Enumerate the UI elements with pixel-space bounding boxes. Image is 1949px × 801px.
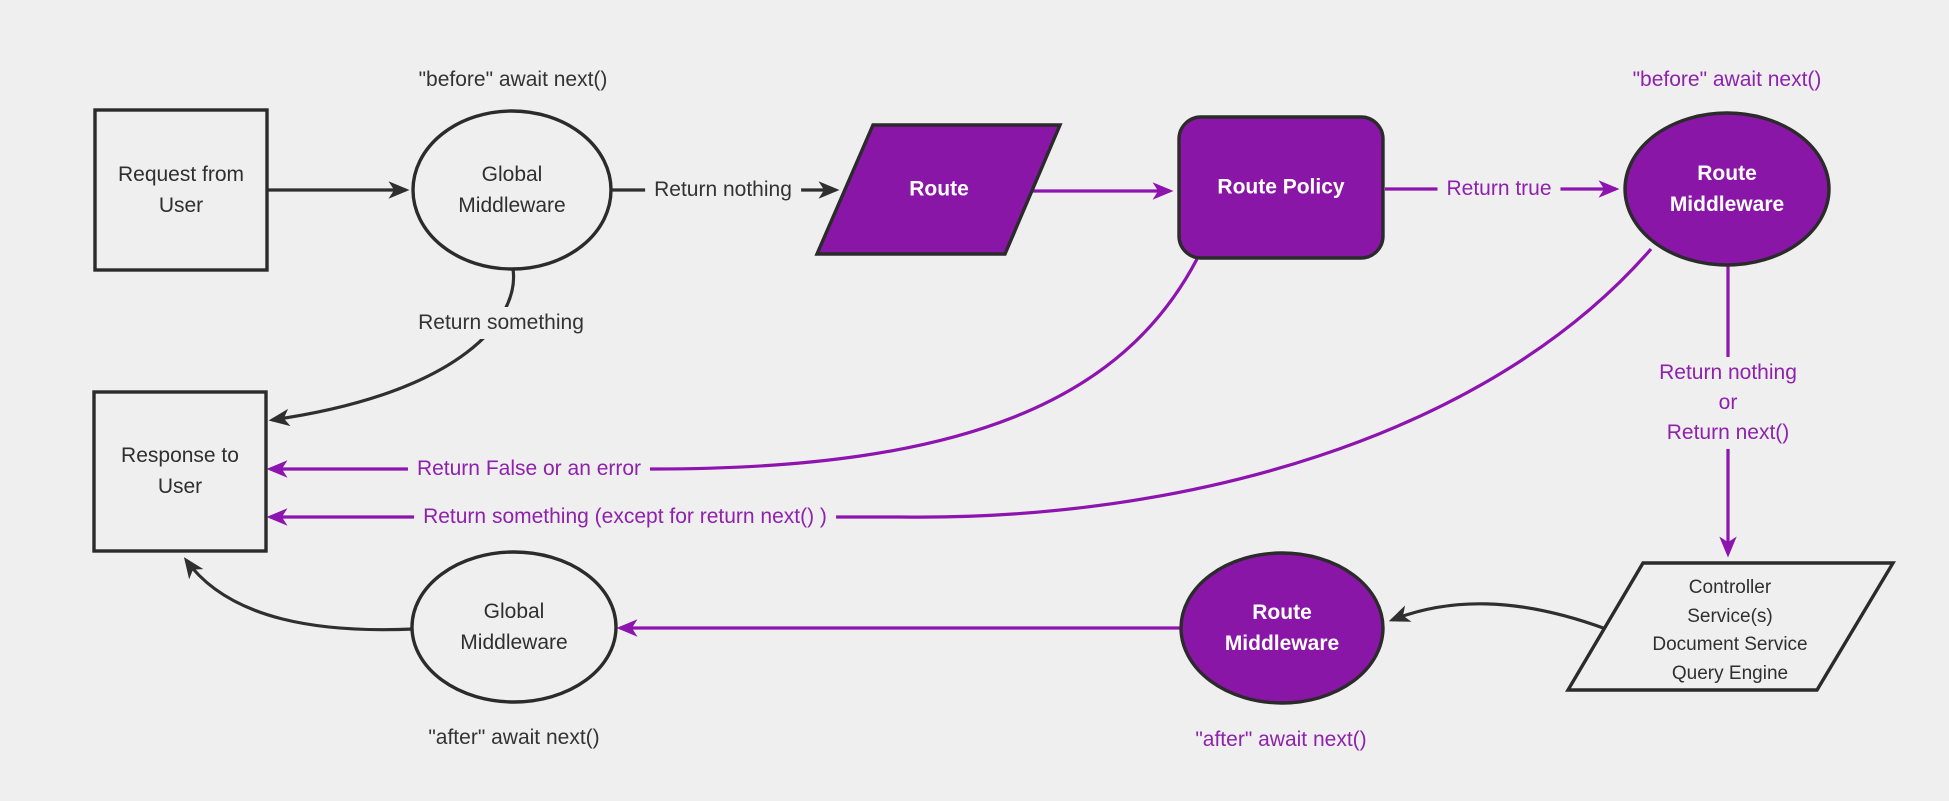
label-return-nothing: Return nothing: [645, 173, 801, 207]
node-request-from-user: [93, 108, 269, 272]
label-return-something: Return something: [409, 306, 593, 340]
node-route-middleware-top: [1623, 111, 1831, 267]
node-route: [814, 123, 1063, 256]
node-label-route: Route: [909, 177, 969, 201]
node-response-to-user: [92, 390, 268, 553]
label-after-await-next-route: "after" await next(): [1195, 727, 1367, 751]
node-global-middleware-bottom: [410, 550, 618, 704]
node-label-route-middleware-bottom: Route Middleware: [1224, 600, 1340, 655]
node-label-request-from-user: Request from User: [117, 162, 245, 217]
edge-global-middleware-return-something-to-response: [268, 268, 516, 427]
node-label-global-middleware-bottom: Global Middleware: [460, 599, 568, 654]
edge-route-middleware-return-something-to-response: [266, 247, 1653, 526]
edge-controller-to-route-middleware-bottom: [1388, 602, 1607, 631]
node-label-response-to-user: Response to User: [121, 443, 239, 498]
label-return-false-or-error: Return False or an error: [407, 452, 651, 486]
node-route-policy: [1177, 115, 1385, 260]
label-after-await-next-global: "after" await next(): [428, 725, 600, 749]
label-before-await-next-global: "before" await next(): [418, 67, 608, 91]
label-return-true: Return true: [1437, 172, 1561, 206]
label-return-something-except: Return something (except for return next…: [414, 500, 836, 534]
node-label-route-policy: Route Policy: [1217, 175, 1345, 199]
node-controller-services: [1565, 561, 1896, 692]
node-label-controller-services: Controller Service(s) Document Service Q…: [1652, 577, 1808, 684]
node-global-middleware-top: [411, 109, 613, 271]
node-route-middleware-bottom: [1179, 551, 1385, 705]
node-label-route-middleware-top: Route Middleware: [1669, 161, 1785, 216]
node-label-global-middleware-top: Global Middleware: [458, 162, 566, 217]
edge-global-middleware-bottom-to-response: [183, 557, 415, 632]
label-before-await-next-route: "before" await next(): [1632, 67, 1822, 91]
label-return-nothing-or-return-next: Return nothing or Return next(): [1650, 356, 1806, 450]
edge-route-policy-return-false-to-response: [266, 258, 1199, 478]
